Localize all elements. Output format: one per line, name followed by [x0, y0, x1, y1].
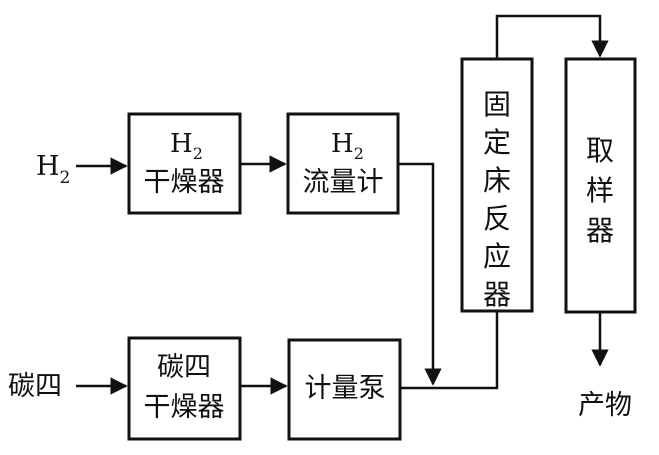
reactor-to-sampler-arrow	[495, 14, 609, 59]
fixed-bed-reactor-char: 固	[483, 88, 511, 121]
fixed-bed-reactor-char: 反	[483, 202, 511, 235]
h2-dryer-box: H2 干燥器	[127, 112, 242, 215]
h2-flowmeter-box: H2 流量计	[286, 112, 400, 215]
sampler-box: 取样器	[564, 57, 637, 314]
sampler-char: 器	[586, 214, 614, 247]
c4-dryer-line1: 碳四	[157, 352, 211, 383]
h2-flowmeter-line1: H2	[331, 129, 364, 163]
sampler-char: 取	[586, 134, 614, 167]
fixed-bed-reactor-char: 床	[483, 164, 511, 197]
fixed-bed-reactor-char: 定	[483, 126, 511, 159]
fixed-bed-reactor-char: 应	[483, 240, 511, 273]
c4-dryer-line2: 干燥器	[144, 392, 225, 423]
product-label: 产物	[578, 390, 632, 421]
sampler-char: 样	[586, 174, 614, 207]
fixed-bed-reactor-char: 器	[483, 278, 511, 311]
metering-pump-label: 计量泵	[305, 373, 386, 404]
input-c4-label: 碳四	[8, 371, 62, 402]
pump-to-reactor-line	[400, 311, 499, 390]
flowmeter-to-mix-arrow	[398, 162, 442, 386]
c4-dryer-box: 碳四 干燥器	[127, 336, 242, 441]
h2-dryer-line1: H2	[170, 129, 203, 163]
h2-dryer-line2: 干燥器	[144, 167, 225, 198]
metering-pump-box: 计量泵	[287, 338, 402, 441]
h2-flowmeter-line2: 流量计	[303, 167, 384, 198]
input-h2-label: H2	[36, 151, 70, 188]
